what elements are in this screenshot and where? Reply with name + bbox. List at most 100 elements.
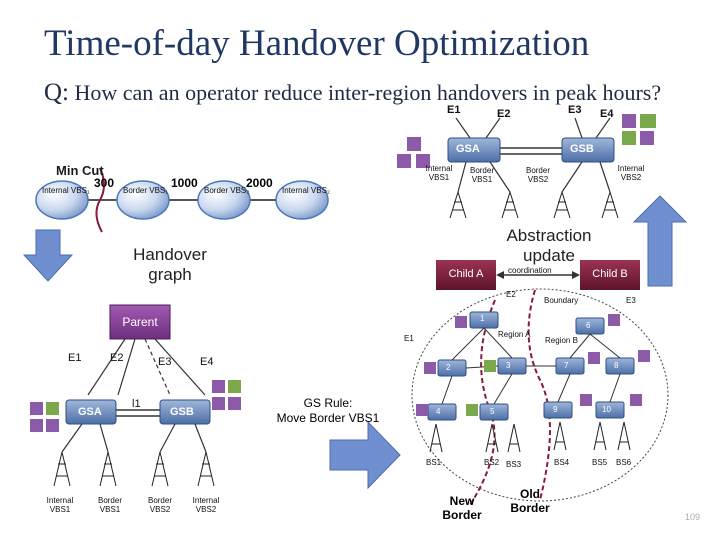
page-number: 109 (684, 512, 700, 522)
switch-icon (543, 401, 573, 419)
edge-weight: 1000 (171, 176, 198, 190)
m-box-icon (212, 380, 225, 393)
edge-label-e4: E4 (200, 356, 214, 368)
region-b-label: Region B (545, 336, 578, 345)
edge-label-e2: E2 (506, 290, 516, 299)
switch-icon (555, 357, 585, 375)
switch-number: 7 (564, 361, 569, 370)
parent-box (109, 304, 171, 340)
handover-graph-label: Handover graph (133, 245, 207, 284)
link-label-l1: l1 (132, 398, 141, 410)
bs-label: Internal VBS2 (192, 496, 220, 514)
m-box-icon (30, 419, 43, 432)
question-text: Q: How can an operator reduce inter-regi… (44, 78, 674, 108)
min-cut-line (95, 167, 105, 233)
min-cut-node (275, 180, 329, 220)
bottom-left-network (30, 304, 241, 487)
right-arrow-icon (329, 420, 401, 490)
edge-label-e3: E3 (158, 356, 172, 368)
min-cut-node (35, 180, 89, 220)
switch-number: 8 (614, 361, 619, 370)
region-a-label: Region A (498, 330, 531, 339)
switch-number: 4 (436, 407, 441, 416)
edge-label-e3: E3 (568, 104, 582, 116)
edge-label-e2: E2 (497, 108, 511, 120)
m-box-icon (228, 397, 241, 410)
m-box-icon (416, 154, 430, 168)
gs-b-label: GSB (570, 143, 594, 155)
up-arrow-icon (632, 195, 688, 287)
m-box-icon (622, 114, 636, 128)
gs-a-label: GSA (456, 143, 480, 155)
switch-number: 3 (506, 361, 511, 370)
new-border-line (469, 299, 496, 506)
gs-a-label: GSA (78, 406, 102, 418)
parent-label: Parent (122, 315, 158, 329)
bs-label: BS2 (484, 458, 500, 467)
m-box-icon (46, 402, 59, 415)
min-cut-label: Min Cut (56, 163, 104, 178)
child-b-label: Child B (592, 268, 628, 280)
new-border-label: New Border (442, 494, 482, 522)
m-box-icon (212, 397, 225, 410)
bs-label: Internal VBS1 (425, 164, 453, 182)
bottom-right-network (411, 288, 669, 506)
child-a-box (436, 260, 496, 290)
m-box-icon (640, 114, 656, 128)
switch-number: 10 (602, 405, 611, 414)
bs-label: BS1 (426, 458, 442, 467)
child-b-box (580, 260, 640, 290)
gs-b-label: GSB (170, 406, 194, 418)
question-body: How can an operator reduce inter-region … (74, 80, 662, 105)
switch-number: 9 (553, 405, 558, 414)
edge-label-e1: E1 (447, 104, 461, 116)
gs-a-switch-icon (65, 399, 117, 425)
edge-weight: 300 (94, 176, 115, 190)
bs-label: BS5 (592, 458, 608, 467)
bs-label: Border VBS2 (525, 166, 550, 184)
bs-label: Internal VBS1 (46, 496, 74, 514)
m-box-icon (228, 380, 241, 393)
edge-label-e1: E1 (68, 352, 82, 364)
tower-icon (53, 451, 215, 487)
edge-label-e1: E1 (404, 334, 414, 343)
gs-rule-line1: GS Rule: (303, 396, 353, 410)
bs-label: BS6 (616, 458, 632, 467)
gs-rule-line2: Move Border VBS1 (276, 411, 380, 425)
switch-icon (437, 359, 467, 377)
edge-label-e4: E4 (600, 108, 614, 120)
gs-a-switch-icon (447, 137, 501, 163)
edge-weight: 2000 (246, 176, 273, 190)
old-border-line (527, 289, 551, 501)
bs-label: Internal VBS2 (617, 164, 645, 182)
bs-label: Border VBS1 (97, 496, 122, 514)
abstraction-update-label: Abstraction update (506, 226, 592, 265)
child-a-label: Child A (448, 268, 484, 280)
coordination-label: coordination (508, 266, 552, 275)
gs-b-switch-icon (159, 399, 211, 425)
min-cut-node-label: Border VBS₁ (123, 186, 168, 195)
down-arrow-icon (22, 229, 74, 282)
switch-number: 5 (490, 407, 495, 416)
switch-icon (605, 357, 635, 375)
top-right-network (397, 114, 656, 290)
question-prefix: Q: (44, 79, 69, 106)
min-cut-chain (35, 167, 329, 233)
min-cut-node-label: Border VBS₂ (204, 186, 250, 195)
bs-label: BS4 (554, 458, 570, 467)
bs-label: Border VBS2 (147, 496, 172, 514)
min-cut-node-label: Internal VBS₁ (42, 186, 90, 195)
switch-icon (497, 357, 527, 375)
m-box-icon (407, 137, 421, 151)
boundary-label: Boundary (544, 296, 579, 305)
switch-number: 1 (480, 314, 485, 323)
gs-b-switch-icon (561, 137, 615, 163)
switch-number: 6 (586, 321, 591, 330)
region-boundary (411, 288, 669, 502)
m-box-icon (640, 131, 654, 145)
slide-title: Time-of-day Handover Optimization (44, 23, 590, 64)
min-cut-node (197, 180, 251, 220)
old-border-label: Old Border (510, 487, 550, 515)
edge-label-e2: E2 (110, 352, 124, 364)
